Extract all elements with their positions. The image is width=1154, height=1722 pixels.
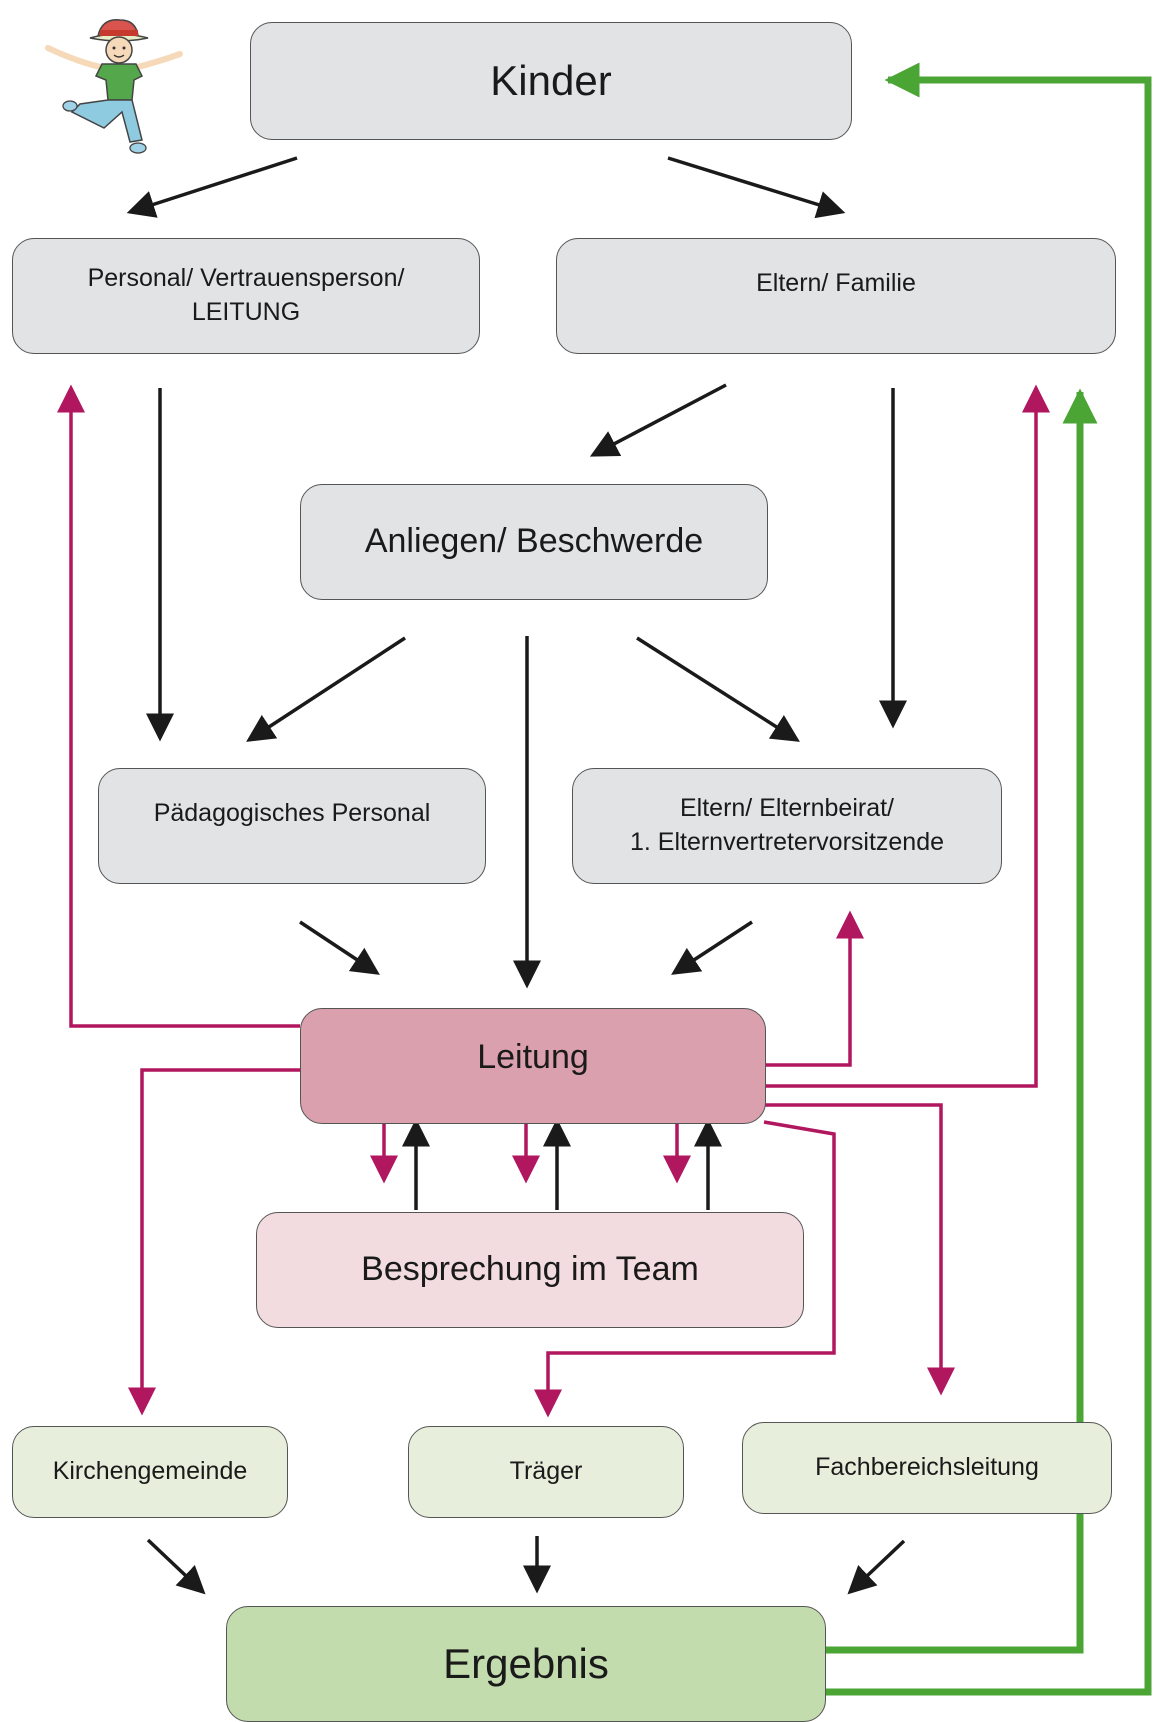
node-personal: Personal/ Vertrauensperson/ LEITUNG <box>12 238 480 354</box>
node-leitung-label: Leitung <box>477 1038 589 1076</box>
arrow-leitung-to-personal <box>57 384 300 1028</box>
arrow-leitung-to-elternbeirat <box>764 910 864 1067</box>
node-eltern-familie-label: Eltern/ Familie <box>756 269 916 297</box>
node-fachbereich-label: Fachbereichsleitung <box>815 1453 1039 1482</box>
node-kinder-label: Kinder <box>490 56 612 104</box>
arrow-paedagogisch-to-leitung <box>299 920 380 975</box>
arrow-leitung-to-traeger <box>534 1120 836 1418</box>
node-anliegen-label: Anliegen/ Beschwerde <box>364 522 704 561</box>
node-ergebnis: Ergebnis <box>226 1606 826 1722</box>
arrow-leitung-to-eltern-familie <box>764 384 1050 1088</box>
arrow-leitung-to-kirchengemeinde <box>128 1068 300 1416</box>
node-leitung: Leitung <box>300 1008 766 1124</box>
arrow-kinder-to-personal <box>126 156 298 218</box>
node-elternbeirat: Eltern/ Elternbeirat/ 1. Elternvertreter… <box>572 768 1002 884</box>
node-ergebnis-label: Ergebnis <box>443 1639 609 1687</box>
dancing-child-illustration <box>45 19 183 154</box>
arrow-leitung-to-fachbereich <box>764 1103 955 1396</box>
node-paedagogisch: Pädagogisches Personal <box>98 768 486 884</box>
node-kirchengemeinde: Kirchengemeinde <box>12 1426 288 1518</box>
node-besprechung: Besprechung im Team <box>256 1212 804 1328</box>
node-personal-label: Personal/ Vertrauensperson/ LEITUNG <box>87 264 405 326</box>
arrow-anliegen-to-paedagogisch <box>246 636 406 742</box>
arrow-kinder-to-eltern <box>667 156 846 219</box>
node-kinder: Kinder <box>250 22 852 140</box>
arrow-ergebnis-to-kinder <box>826 62 1152 1696</box>
node-fachbereich: Fachbereichsleitung <box>742 1422 1112 1514</box>
arrow-anliegen-to-elternbeirat <box>636 636 800 742</box>
node-traeger: Träger <box>408 1426 684 1518</box>
arrow-fachbereich-to-ergebnis <box>847 1539 906 1595</box>
arrow-ergebnis-to-eltern-familie <box>826 388 1098 1654</box>
node-kirchengemeinde-label: Kirchengemeinde <box>52 1457 248 1486</box>
arrow-kirchengemeinde-to-ergebnis <box>146 1538 206 1595</box>
node-traeger-label: Träger <box>509 1457 583 1486</box>
arrow-eltern-to-anliegen <box>589 383 727 457</box>
node-eltern-familie: Eltern/ Familie <box>556 238 1116 354</box>
arrow-elternbeirat-to-leitung <box>671 920 753 975</box>
node-paedagogisch-label: Pädagogisches Personal <box>153 799 431 827</box>
node-anliegen: Anliegen/ Beschwerde <box>300 484 768 600</box>
node-elternbeirat-label: Eltern/ Elternbeirat/ 1. Elternvertreter… <box>629 794 945 856</box>
node-besprechung-label: Besprechung im Team <box>361 1250 699 1289</box>
